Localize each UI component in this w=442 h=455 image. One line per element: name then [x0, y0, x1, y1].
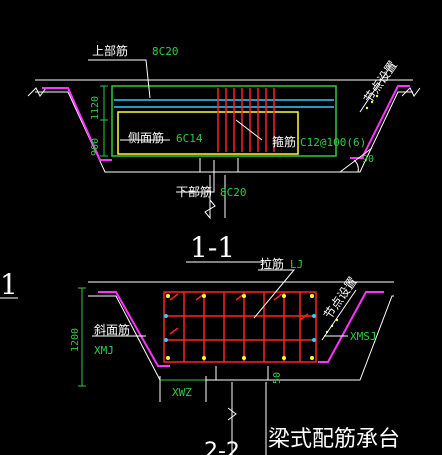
cage-hooks [169, 293, 309, 335]
node-leader-1 [359, 63, 393, 113]
dim-900: 900 [90, 138, 101, 156]
cap-profile-2 [88, 295, 394, 381]
dim-1120: 1120 [90, 96, 101, 120]
pile-outline-1 [199, 158, 239, 173]
dim-1200: 1200 [70, 328, 81, 352]
leader-top-1 [88, 59, 151, 99]
slope-bar-left-1 [42, 87, 112, 161]
slope-bar-right-2 [318, 291, 384, 363]
label-bottom-bar: 下部筋 [176, 184, 212, 199]
angle-mark-1 [339, 147, 373, 173]
section-title-1-1: 1-1 [190, 231, 235, 264]
drawing-title: 梁式配筋承台 [268, 427, 400, 452]
label-slope-bar: 斜面筋 [94, 322, 130, 337]
pile-break-1 [204, 175, 216, 220]
label-tie-bar: 拉筋 [260, 256, 284, 271]
dim-50: 50 [272, 372, 283, 384]
cage-outline-2 [163, 291, 317, 363]
cage-bar-dots [166, 294, 314, 360]
label-top-bar: 上部筋 [92, 43, 128, 58]
cage-blue-dots [164, 314, 316, 342]
section-number-2-2: 2-2 [204, 439, 240, 455]
slope-bar-right-1 [350, 85, 410, 159]
footer-title: 2-2 梁式配筋承台 [204, 427, 400, 455]
break-mark-left-1 [27, 87, 47, 97]
code-slope-bar: XMJ [94, 344, 114, 357]
pile-break-zig-2 [227, 407, 237, 421]
break-mark-right-1 [401, 87, 421, 97]
left-mark: 1 [0, 268, 18, 301]
section-1-1: 上部筋 8C20 侧面筋 6C14 箍筋 C12@100(6) 下部筋 8C20… [27, 43, 421, 264]
cage-horizontals [164, 315, 316, 341]
node-arrow-1 [365, 94, 379, 110]
code-bottom-bar: 8C20 [220, 186, 247, 199]
code-tie-bar: LJ [290, 258, 303, 271]
label-side-bar: 侧面筋 [128, 130, 164, 145]
leader-bottom-1 [176, 160, 215, 193]
node-setting-1: 节点设置 [361, 58, 400, 105]
code-top-bar: 8C20 [152, 45, 179, 58]
node-leader-2 [321, 289, 357, 341]
code-xmsj: XMSJ [350, 330, 377, 343]
stirrups-1 [217, 88, 275, 152]
slope-bar-left-2 [98, 291, 170, 367]
side-bar-frame [117, 111, 299, 155]
pile-outline-2 [215, 366, 269, 381]
code-side-bar: 6C14 [176, 132, 203, 145]
leader-stirrup-1 [235, 119, 263, 141]
label-stirrup: 箍筋 [272, 134, 296, 149]
cage-verticals [183, 292, 301, 362]
code-stirrup: C12@100(6) [300, 136, 366, 149]
leader-tie-2 [253, 269, 296, 319]
beam-outline-1 [111, 85, 337, 157]
code-xwz: XWZ [172, 386, 192, 399]
angle-arc-1 [353, 159, 359, 173]
section-2-2: 1 [0, 256, 394, 455]
angle-90: 90 [362, 154, 374, 165]
